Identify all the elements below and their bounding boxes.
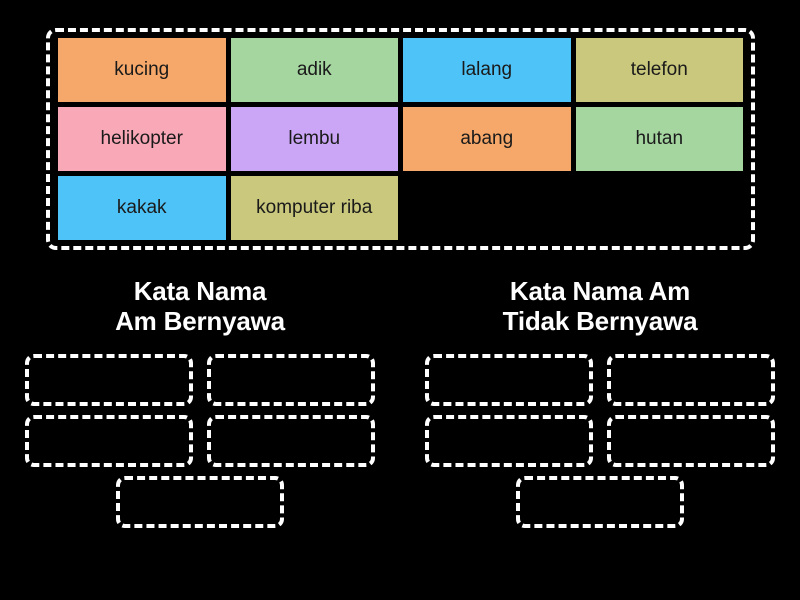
dropzone[interactable] bbox=[207, 415, 375, 468]
word-tile-empty bbox=[403, 176, 571, 240]
category-title: Kata Nama Am Tidak Bernyawa bbox=[502, 276, 698, 337]
word-tile[interactable]: telefon bbox=[575, 38, 743, 102]
word-bank-container: kucing adik lalang telefon helikopter le… bbox=[46, 28, 755, 250]
word-tile[interactable]: kakak bbox=[58, 176, 226, 240]
word-tile-grid: kucing adik lalang telefon helikopter le… bbox=[58, 38, 743, 240]
dropzone[interactable] bbox=[607, 415, 775, 468]
word-tile[interactable]: kucing bbox=[58, 38, 226, 102]
word-tile-label: adik bbox=[296, 59, 332, 81]
word-tile[interactable]: abang bbox=[403, 107, 571, 171]
word-tile-label: abang bbox=[460, 128, 514, 150]
word-tile-empty bbox=[576, 176, 744, 240]
word-tile-label: komputer riba bbox=[256, 197, 373, 219]
dropzone-row bbox=[25, 354, 375, 407]
dropzone-row bbox=[116, 476, 284, 529]
word-tile-label: telefon bbox=[630, 59, 688, 81]
word-tile-label: lalang bbox=[461, 59, 513, 81]
dropzone[interactable] bbox=[425, 354, 593, 407]
dropzone[interactable] bbox=[25, 415, 193, 468]
dropzone-row bbox=[425, 415, 775, 468]
word-tile-label: kucing bbox=[114, 59, 170, 81]
dropzone-list bbox=[405, 354, 795, 529]
dropzone[interactable] bbox=[207, 354, 375, 407]
dropzone[interactable] bbox=[607, 354, 775, 407]
word-tile-label: kakak bbox=[116, 197, 167, 219]
dropzone-list bbox=[5, 354, 395, 529]
dropzone[interactable] bbox=[425, 415, 593, 468]
word-tile-label: hutan bbox=[635, 128, 684, 150]
word-tile[interactable]: komputer riba bbox=[230, 176, 398, 240]
word-tile-label: helikopter bbox=[100, 128, 183, 150]
category-group-bernyawa: Kata Nama Am Bernyawa bbox=[5, 276, 395, 529]
category-title: Kata Nama Am Bernyawa bbox=[115, 276, 285, 337]
dropzone-row bbox=[516, 476, 684, 529]
category-group-tidak-bernyawa: Kata Nama Am Tidak Bernyawa bbox=[405, 276, 795, 529]
word-tile[interactable]: adik bbox=[230, 38, 398, 102]
dropzone-row bbox=[25, 415, 375, 468]
word-tile[interactable]: hutan bbox=[575, 107, 743, 171]
dropzone[interactable] bbox=[116, 476, 284, 529]
dropzone-row bbox=[425, 354, 775, 407]
word-tile-label: lembu bbox=[288, 128, 341, 150]
word-tile[interactable]: lalang bbox=[403, 38, 571, 102]
dropzone[interactable] bbox=[516, 476, 684, 529]
word-tile[interactable]: lembu bbox=[230, 107, 398, 171]
word-tile[interactable]: helikopter bbox=[58, 107, 226, 171]
dropzone[interactable] bbox=[25, 354, 193, 407]
